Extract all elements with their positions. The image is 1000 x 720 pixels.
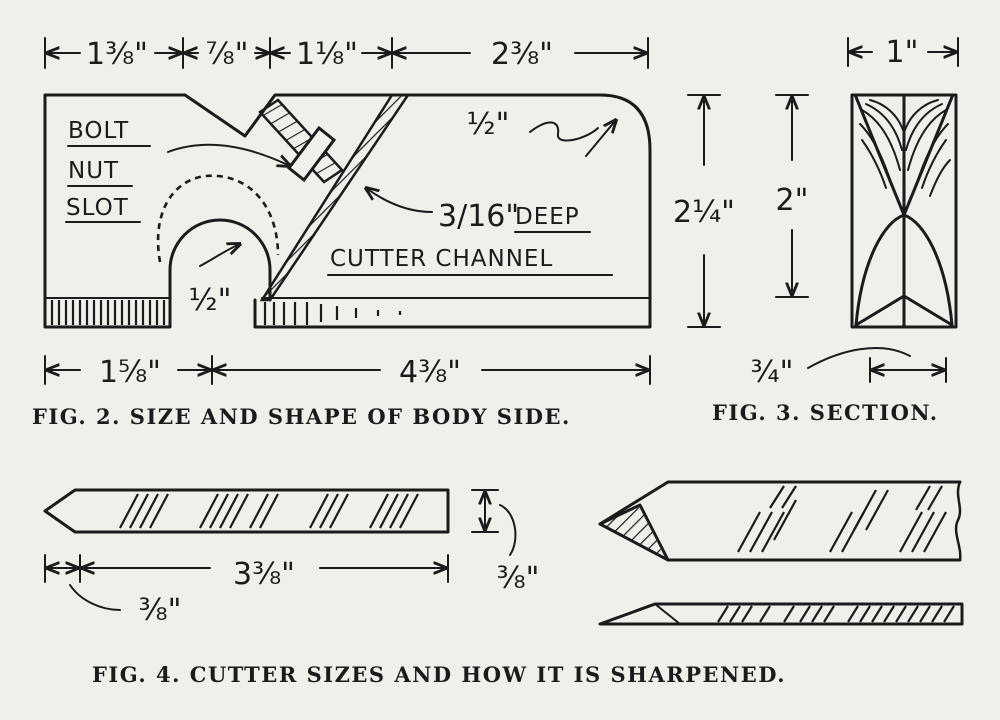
fig3-height-outer: 2¼"	[673, 195, 735, 230]
cutter-channel	[259, 93, 411, 302]
wood-grain-right	[904, 99, 951, 197]
fig2-bottom-dimension-line	[44, 355, 651, 385]
bolt-leader-arrow	[167, 143, 290, 166]
body-outline	[43, 93, 652, 329]
fig4-thickness: ⅜"	[497, 561, 540, 596]
fig4-point: ⅜"	[139, 593, 182, 628]
slot-outline-dashed	[156, 174, 280, 263]
label-deep: DEEP	[515, 204, 580, 230]
label-slot-radius: ½"	[189, 283, 232, 318]
dim-top-3: 1⅛"	[296, 37, 358, 72]
section-lower-arcs	[854, 213, 954, 327]
dim-top-1: 1⅜"	[86, 37, 148, 72]
label-slot: SLOT	[66, 195, 129, 221]
bolt-nut	[286, 125, 337, 183]
fig4-length-dimension	[44, 554, 449, 611]
label-cutter-channel: CUTTER CHANNEL	[330, 246, 553, 272]
fig2-body-side: 1⅜" ⅞" 1⅛" 2⅜"	[32, 37, 652, 429]
label-corner-radius: ½"	[467, 107, 510, 142]
dim-bottom-2: 4⅜"	[399, 355, 461, 390]
fig3-top-dimension-line	[847, 37, 959, 67]
fig3-section: 1" 2¼"	[673, 35, 959, 425]
fig4-caption: FIG. 4. CUTTER SIZES AND HOW IT IS SHARP…	[92, 662, 786, 687]
fig3-width-bottom: ¾"	[751, 355, 794, 390]
sharpened-cutter-edge	[598, 602, 964, 626]
fig3-caption: FIG. 3. SECTION.	[712, 400, 939, 425]
fig3-height-outer-line	[687, 94, 721, 328]
fig3-height-inner: 2"	[776, 183, 809, 218]
fig4-thickness-dimension	[471, 489, 517, 556]
cutter-blank	[43, 488, 450, 534]
channel-leader-arrow	[366, 188, 433, 213]
fig2-caption: FIG. 2. SIZE AND SHAPE OF BODY SIDE.	[32, 404, 571, 429]
bevel-hatch	[602, 507, 664, 556]
slot-radius-arrow	[199, 244, 240, 267]
dim-top-4: 2⅜"	[491, 37, 553, 72]
wood-grain-left	[859, 99, 904, 189]
fig4-cutter: ⅜" 3⅜" ⅜"	[43, 480, 964, 687]
label-nut: NUT	[68, 158, 119, 184]
fig3-width-top: 1"	[886, 35, 919, 70]
sole-hatching-right	[263, 302, 402, 325]
sole-hatching-left	[50, 300, 166, 325]
cutter-blank-glints	[119, 493, 419, 529]
label-channel-depth: 3/16"	[438, 199, 519, 234]
section-bottom-vee	[854, 294, 954, 327]
fig4-length: 3⅜"	[233, 557, 295, 592]
fig3-height-inner-line	[775, 94, 809, 298]
fig3-bottom-leader	[807, 346, 911, 369]
dim-top-2: ⅞"	[206, 37, 249, 72]
dim-bottom-1: 1⅝"	[99, 355, 161, 390]
sharpened-cutter-glints	[737, 485, 947, 553]
bevel-facet	[598, 503, 670, 562]
label-bolt: BOLT	[68, 118, 129, 144]
edge-hatching	[717, 605, 955, 623]
fig2-top-dimension-line	[44, 37, 649, 69]
fig3-bottom-dimension-line	[869, 357, 947, 383]
sharpened-cutter-break	[954, 481, 962, 561]
corner-radius-leader	[529, 121, 599, 142]
